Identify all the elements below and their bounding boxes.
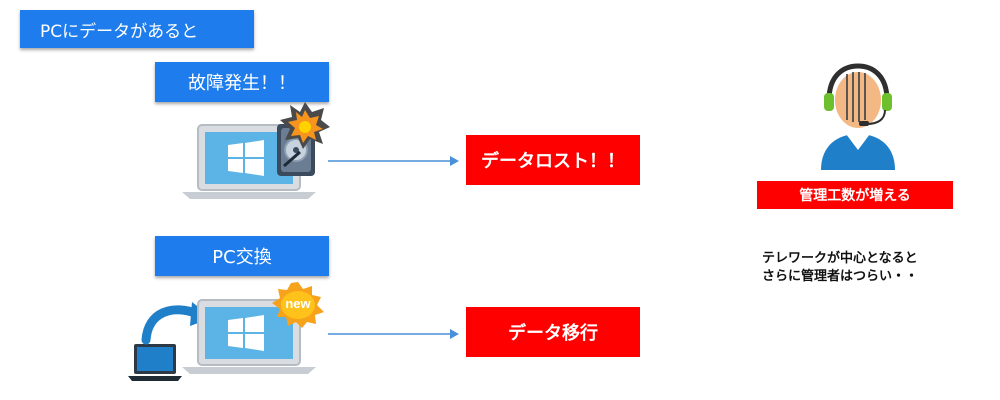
page-title: PCにデータがあると	[20, 10, 254, 48]
telework-note-line2: さらに管理者はつらい・・	[762, 268, 919, 284]
new-badge-text: new	[285, 296, 311, 311]
arrow-to-data-lost	[328, 156, 459, 166]
failure-label-text: 故障発生！！	[188, 73, 296, 94]
page-title-text: PCにデータがあると	[40, 21, 199, 42]
admin-workload-text: 管理工数が増える	[799, 188, 911, 204]
old-laptop-icon	[128, 344, 182, 381]
laptop-replace-illustration	[128, 299, 316, 381]
data-lost-text: データロスト！！	[481, 151, 625, 172]
telework-note-line1: テレワークが中心となると	[762, 251, 918, 266]
admin-workload-box: 管理工数が増える	[757, 181, 953, 209]
failure-label-box: 故障発生！！	[155, 62, 329, 102]
windows-logo-icon	[228, 140, 264, 176]
laptop-failure-illustration	[182, 102, 330, 199]
arrow-to-data-migration	[328, 329, 459, 339]
windows-logo-icon	[228, 315, 264, 351]
telework-note: テレワークが中心となると さらに管理者はつらい・・	[762, 250, 998, 285]
data-lost-box: データロスト！！	[466, 135, 640, 185]
pc-replace-label-box: PC交換	[155, 236, 329, 276]
new-badge-icon: new	[270, 282, 326, 328]
data-migration-text: データ移行	[508, 323, 598, 344]
support-agent-icon	[821, 63, 895, 170]
explosion-icon	[280, 102, 330, 149]
data-migration-box: データ移行	[466, 307, 640, 357]
laptop-icon	[182, 299, 316, 374]
pc-replace-label-text: PC交換	[212, 247, 272, 268]
